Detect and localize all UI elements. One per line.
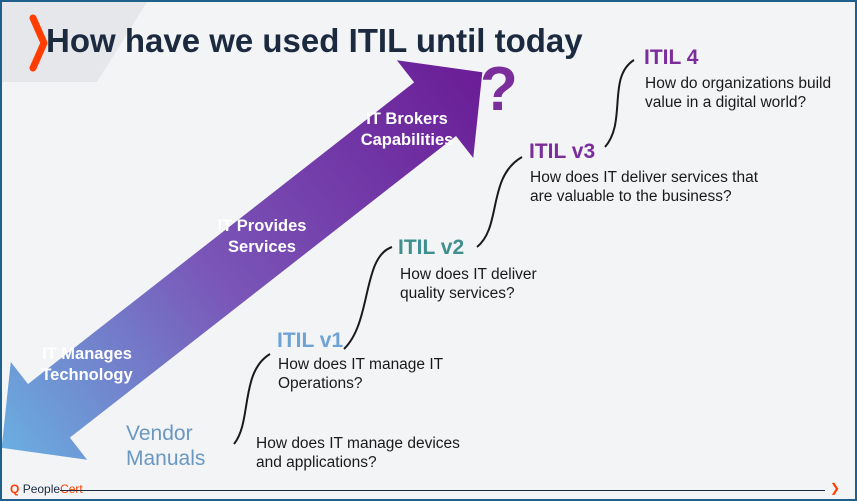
footer-divider (60, 490, 825, 491)
double-arrow (2, 60, 483, 460)
stage-itil-v1: ITIL v1 (277, 329, 344, 352)
stage-itil-v2: ITIL v2 (398, 236, 465, 259)
next-chevron-icon[interactable]: ❯ (830, 481, 841, 495)
page-title: How have we used ITIL until today (46, 22, 583, 59)
accent-chevron-icon (28, 14, 50, 77)
stage-itil-4: ITIL 4 (644, 46, 699, 69)
logo-icon: Q (10, 482, 20, 496)
connector-curves (233, 59, 635, 445)
question-mark: ? (480, 55, 518, 124)
stage-itil-v3: ITIL v3 (529, 140, 596, 163)
peoplecert-logo: Q PeopleCert (10, 482, 83, 496)
